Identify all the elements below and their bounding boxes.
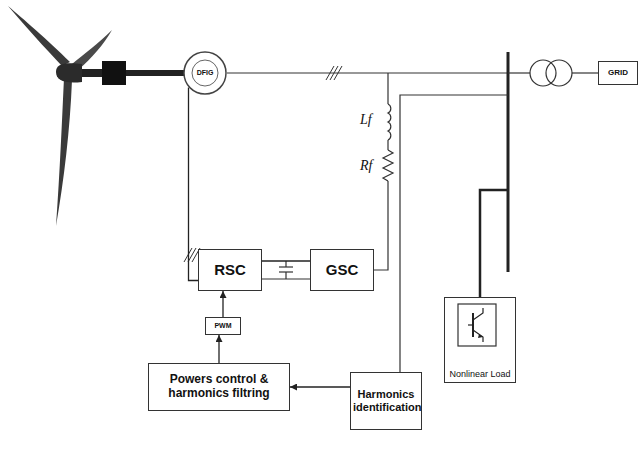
load-feeder <box>480 190 508 297</box>
filter-wire <box>374 181 388 270</box>
gearbox <box>102 61 126 85</box>
connector <box>262 260 310 261</box>
node-text: Harmonics identification <box>353 388 419 413</box>
connector <box>218 335 219 363</box>
node-text: RSC <box>214 261 246 278</box>
converter-box: RSC <box>198 249 262 291</box>
node-text: DFIG <box>197 69 214 77</box>
turbine-blade <box>8 6 70 66</box>
control-box: Powers control & harmonics filtring <box>148 363 290 411</box>
resistor-symbol <box>383 150 393 181</box>
converter-box: GSC <box>310 249 374 291</box>
identification-box: Harmonics identification <box>350 372 422 430</box>
inductor-symbol <box>388 104 391 140</box>
stator-line <box>227 72 508 73</box>
node-text: Nonlinear Load <box>449 369 510 379</box>
turbine-hub <box>56 63 82 82</box>
generator-circle: DFIG <box>183 51 227 95</box>
connector <box>222 291 223 317</box>
component-label: Rf <box>360 158 372 174</box>
grid-line <box>572 72 598 73</box>
dc-link-capacitor <box>279 261 293 279</box>
transformer-winding <box>530 60 556 86</box>
high-speed-shaft <box>126 70 184 76</box>
connector <box>189 88 199 281</box>
connector <box>290 386 350 387</box>
turbine-blade <box>56 78 72 226</box>
grid-box: GRID <box>598 61 638 85</box>
pwm-box: PWM <box>205 317 241 335</box>
igbt-symbol <box>457 303 497 347</box>
transformer-winding <box>546 60 572 86</box>
node-text: Powers control & harmonics filtring <box>151 373 287 401</box>
filter-wire <box>387 140 388 150</box>
node-text: GSC <box>326 261 359 278</box>
three-phase-mark <box>326 66 342 80</box>
grid-line <box>508 72 530 73</box>
component-label: Lf <box>360 112 372 128</box>
filter-wire <box>387 73 388 104</box>
low-speed-shaft <box>82 69 102 77</box>
node-text: PWM <box>214 322 231 330</box>
bus-bar <box>507 52 510 272</box>
node-text: GRID <box>608 68 628 77</box>
wind-turbine <box>8 6 184 226</box>
load-box: Nonlinear Load <box>444 297 516 383</box>
